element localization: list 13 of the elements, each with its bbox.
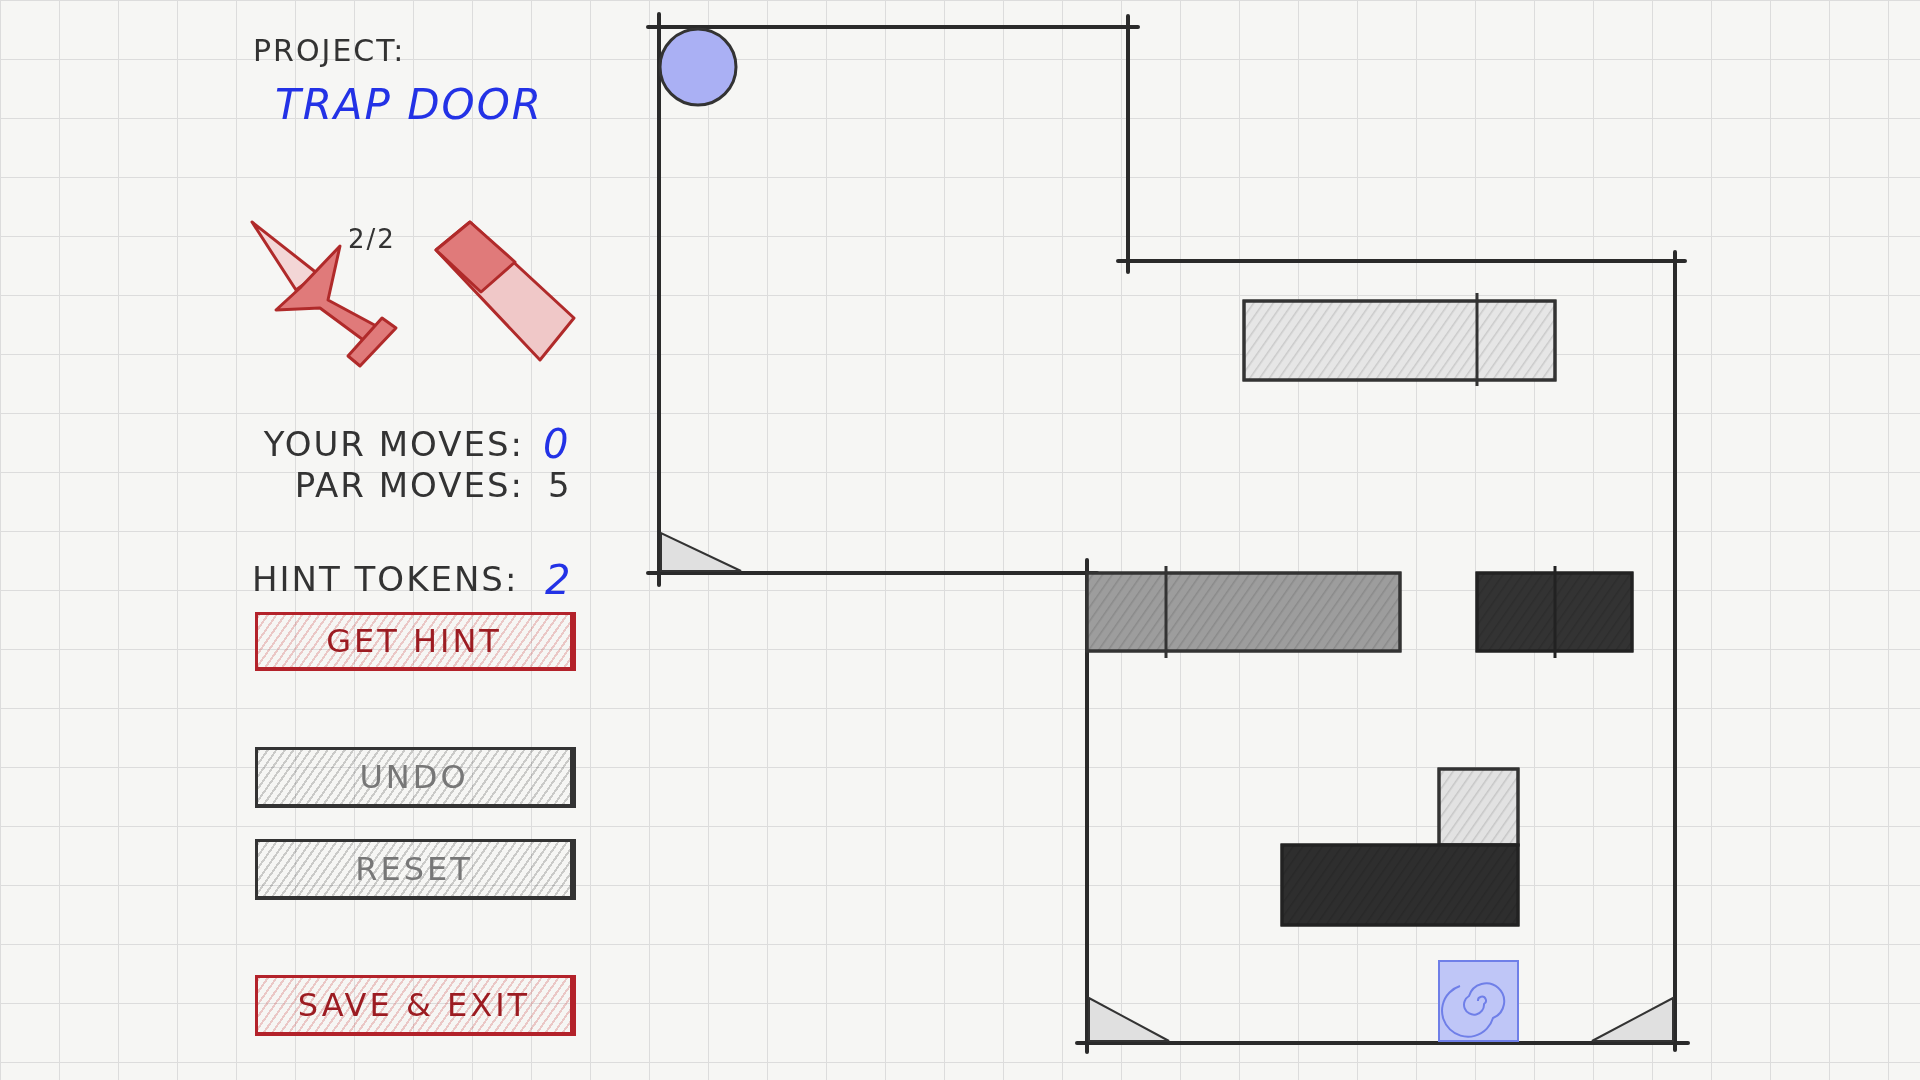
par-value: 5 [548, 468, 572, 502]
tokens-value: 2 [545, 560, 573, 600]
tokens-label: HINT TOKENS: [252, 562, 519, 596]
project-name: TRAP DOOR [275, 84, 543, 126]
moves-label: YOUR MOVES: [263, 427, 524, 461]
undo-button: UNDO [255, 747, 576, 808]
heading: PROJECT: [253, 36, 406, 66]
save-exit-button: SAVE & EXIT [255, 975, 576, 1036]
pin-count: 2/2 [348, 226, 396, 252]
par-label: PAR MOVES: [294, 468, 524, 502]
hint-button: GET HINT [255, 612, 576, 671]
reset-button: RESET [255, 839, 576, 900]
moves-value: 0 [543, 424, 571, 464]
